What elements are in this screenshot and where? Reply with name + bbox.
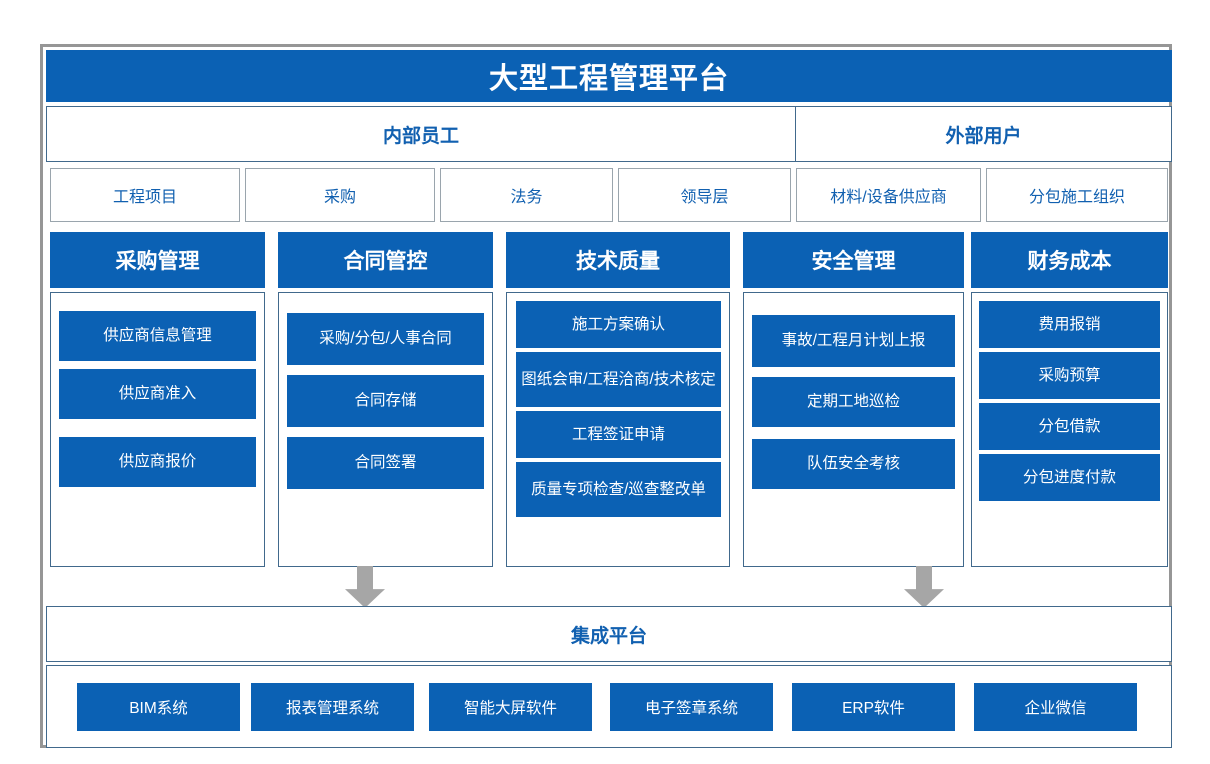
- system-button-smart-display[interactable]: 智能大屏软件: [429, 683, 592, 731]
- module-item-team-safety-assessment[interactable]: 队伍安全考核: [752, 439, 955, 489]
- module-item-supplier-access[interactable]: 供应商准入: [59, 369, 256, 419]
- system-button-e-signature[interactable]: 电子签章系统: [610, 683, 773, 731]
- module-column-safety: 安全管理 事故/工程月计划上报 定期工地巡检 队伍安全考核: [743, 232, 964, 567]
- module-item-regular-site-inspection[interactable]: 定期工地巡检: [752, 377, 955, 427]
- role-row: 工程项目 采购 法务 领导层 材料/设备供应商 分包施工组织: [46, 165, 1172, 225]
- page-title: 大型工程管理平台: [46, 50, 1172, 102]
- module-item-subcontract-progress-payment[interactable]: 分包进度付款: [979, 454, 1160, 501]
- module-column-technical-quality: 技术质量 施工方案确认 图纸会审/工程洽商/技术核定 工程签证申请 质量专项检查…: [506, 232, 730, 567]
- module-title-technical-quality: 技术质量: [506, 232, 730, 288]
- arrow-down-icon-safety: [904, 566, 944, 608]
- diagram-inner: 大型工程管理平台 内部员工 外部用户 工程项目 采购 法务 领导层 材料/设备供…: [46, 50, 1172, 748]
- module-item-subcontract-loan[interactable]: 分包借款: [979, 403, 1160, 450]
- integration-platform-label: 集成平台: [46, 606, 1172, 662]
- system-button-enterprise-wechat[interactable]: 企业微信: [974, 683, 1137, 731]
- diagram-frame: 大型工程管理平台 内部员工 外部用户 工程项目 采购 法务 领导层 材料/设备供…: [40, 44, 1172, 748]
- arrow-down-icon-contract: [345, 566, 385, 608]
- module-body-contract: 采购/分包/人事合同 合同存储 合同签署: [278, 292, 493, 567]
- role-button-engineering-project[interactable]: 工程项目: [50, 168, 240, 222]
- system-button-report-management[interactable]: 报表管理系统: [251, 683, 414, 731]
- module-body-finance-cost: 费用报销 采购预算 分包借款 分包进度付款: [971, 292, 1168, 567]
- module-item-accident-monthly-plan-report[interactable]: 事故/工程月计划上报: [752, 315, 955, 367]
- module-item-expense-reimbursement[interactable]: 费用报销: [979, 301, 1160, 348]
- module-item-supplier-quote[interactable]: 供应商报价: [59, 437, 256, 487]
- module-item-drawing-review-negotiation[interactable]: 图纸会审/工程洽商/技术核定: [516, 352, 721, 407]
- module-column-finance-cost: 财务成本 费用报销 采购预算 分包借款 分包进度付款: [971, 232, 1168, 567]
- systems-panel: BIM系统 报表管理系统 智能大屏软件 电子签章系统 ERP软件 企业微信: [46, 665, 1172, 748]
- role-button-leadership[interactable]: 领导层: [618, 168, 791, 222]
- module-item-engineering-visa-application[interactable]: 工程签证申请: [516, 411, 721, 458]
- module-title-finance-cost: 财务成本: [971, 232, 1168, 288]
- audience-external-label: 外部用户: [795, 106, 1172, 162]
- module-item-supplier-info[interactable]: 供应商信息管理: [59, 311, 256, 361]
- module-item-contract-signing[interactable]: 合同签署: [287, 437, 484, 489]
- system-button-erp[interactable]: ERP软件: [792, 683, 955, 731]
- module-item-construction-plan-confirm[interactable]: 施工方案确认: [516, 301, 721, 348]
- module-body-procurement: 供应商信息管理 供应商准入 供应商报价: [50, 292, 265, 567]
- role-button-subcontractor[interactable]: 分包施工组织: [986, 168, 1168, 222]
- module-item-quality-inspection-rectification[interactable]: 质量专项检查/巡查整改单: [516, 462, 721, 517]
- module-columns: 采购管理 供应商信息管理 供应商准入 供应商报价 合同管控 采购/分包/人事合同…: [46, 232, 1172, 567]
- role-button-procurement[interactable]: 采购: [245, 168, 435, 222]
- audience-row: 内部员工 外部用户: [46, 106, 1172, 162]
- module-column-procurement: 采购管理 供应商信息管理 供应商准入 供应商报价: [50, 232, 265, 567]
- module-title-safety: 安全管理: [743, 232, 964, 288]
- module-item-procurement-budget[interactable]: 采购预算: [979, 352, 1160, 399]
- module-body-safety: 事故/工程月计划上报 定期工地巡检 队伍安全考核: [743, 292, 964, 567]
- module-title-contract: 合同管控: [278, 232, 493, 288]
- module-body-technical-quality: 施工方案确认 图纸会审/工程洽商/技术核定 工程签证申请 质量专项检查/巡查整改…: [506, 292, 730, 567]
- audience-internal-label: 内部员工: [46, 106, 796, 162]
- module-item-contract-storage[interactable]: 合同存储: [287, 375, 484, 427]
- module-title-procurement: 采购管理: [50, 232, 265, 288]
- module-column-contract: 合同管控 采购/分包/人事合同 合同存储 合同签署: [278, 232, 493, 567]
- role-button-material-equipment-supplier[interactable]: 材料/设备供应商: [796, 168, 981, 222]
- system-button-bim[interactable]: BIM系统: [77, 683, 240, 731]
- module-item-purchase-subcontract-hr-contract[interactable]: 采购/分包/人事合同: [287, 313, 484, 365]
- role-button-legal[interactable]: 法务: [440, 168, 613, 222]
